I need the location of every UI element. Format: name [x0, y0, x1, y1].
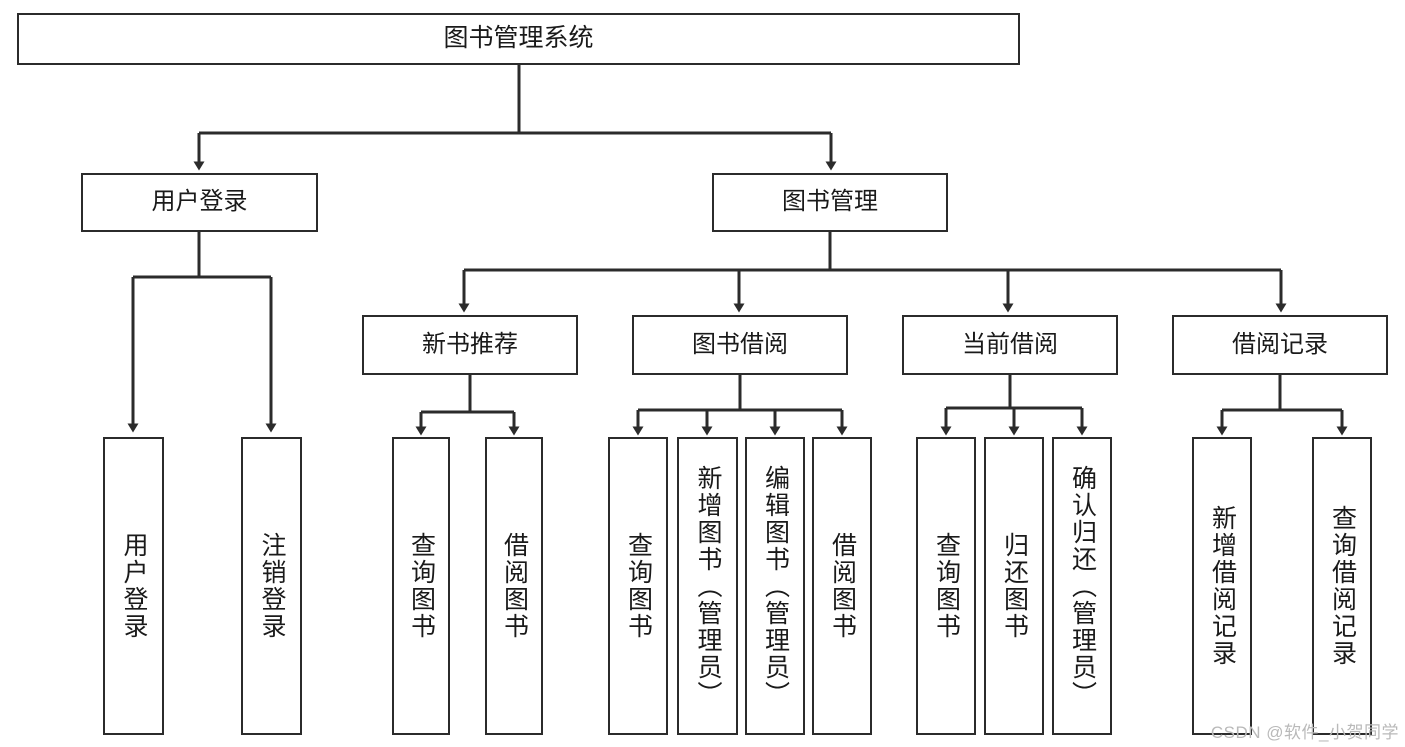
- node-current-borrow-label: 当前借阅: [962, 330, 1058, 358]
- node-user-login-label: 用户登录: [151, 188, 248, 216]
- leaf-newbook-borrow-book-label: 借阅图书: [500, 532, 529, 640]
- leaf-records-query-record[interactable]: 查询借阅记录: [1312, 437, 1372, 735]
- leaf-current-query-book[interactable]: 查询图书: [916, 437, 976, 735]
- node-new-book-recommend[interactable]: 新书推荐: [362, 315, 578, 375]
- leaf-current-return-book[interactable]: 归还图书: [984, 437, 1044, 735]
- leaf-records-add-record-label: 新增借阅记录: [1208, 505, 1237, 667]
- leaf-user-logout[interactable]: 注销登录: [241, 437, 302, 735]
- leaf-borrow-edit-book-admin-label: 编辑图书（管理员）: [761, 464, 790, 708]
- leaf-newbook-borrow-book[interactable]: 借阅图书: [485, 437, 543, 735]
- node-user-login[interactable]: 用户登录: [81, 173, 318, 232]
- leaf-current-return-book-label: 归还图书: [1000, 532, 1029, 640]
- leaf-current-confirm-return-admin-label: 确认归还（管理员）: [1068, 464, 1097, 708]
- leaf-borrow-query-book[interactable]: 查询图书: [608, 437, 668, 735]
- node-current-borrow[interactable]: 当前借阅: [902, 315, 1118, 375]
- leaf-borrow-lend-book-label: 借阅图书: [828, 532, 857, 640]
- node-borrow-records[interactable]: 借阅记录: [1172, 315, 1388, 375]
- leaf-borrow-lend-book[interactable]: 借阅图书: [812, 437, 872, 735]
- node-borrow-records-label: 借阅记录: [1232, 330, 1328, 358]
- leaf-borrow-add-book-admin[interactable]: 新增图书（管理员）: [677, 437, 738, 735]
- leaf-records-query-record-label: 查询借阅记录: [1328, 505, 1357, 667]
- node-new-book-recommend-label: 新书推荐: [422, 330, 518, 358]
- leaf-borrow-edit-book-admin[interactable]: 编辑图书（管理员）: [745, 437, 805, 735]
- leaf-user-logout-label: 注销登录: [258, 532, 286, 640]
- node-root-label: 图书管理系统: [443, 24, 594, 53]
- leaf-user-login[interactable]: 用户登录: [103, 437, 164, 735]
- leaf-newbook-query-book-label: 查询图书: [407, 532, 436, 640]
- node-root[interactable]: 图书管理系统: [17, 13, 1020, 65]
- leaf-current-confirm-return-admin[interactable]: 确认归还（管理员）: [1052, 437, 1112, 735]
- csdn-watermark: CSDN @软件_小贺同学: [1210, 723, 1399, 742]
- leaf-current-query-book-label: 查询图书: [932, 532, 961, 640]
- node-book-management[interactable]: 图书管理: [712, 173, 948, 232]
- node-book-borrow[interactable]: 图书借阅: [632, 315, 848, 375]
- leaf-newbook-query-book[interactable]: 查询图书: [392, 437, 450, 735]
- node-book-borrow-label: 图书借阅: [692, 330, 788, 358]
- leaf-records-add-record[interactable]: 新增借阅记录: [1192, 437, 1252, 735]
- leaf-borrow-add-book-admin-label: 新增图书（管理员）: [694, 464, 722, 708]
- node-book-management-label: 图书管理: [782, 188, 878, 216]
- leaf-user-login-label: 用户登录: [120, 532, 148, 640]
- leaf-borrow-query-book-label: 查询图书: [624, 532, 653, 640]
